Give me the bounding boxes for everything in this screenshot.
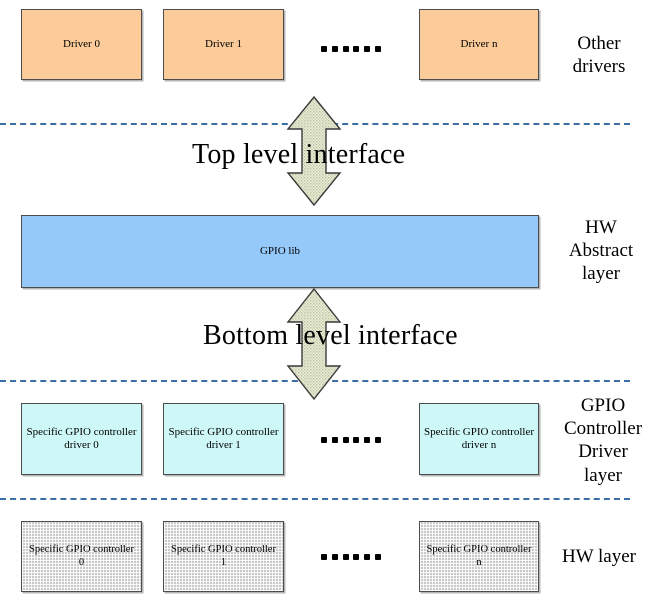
ellipsis-dot — [353, 436, 360, 443]
box-driver-n[interactable]: Driver n — [419, 9, 539, 80]
ellipsis-dot — [353, 45, 360, 52]
box-specific-gpio-controller-driver-1-label: Specific GPIO controller driver 1 — [168, 425, 279, 451]
box-specific-gpio-controller-n-label: Specific GPIO controller n — [426, 543, 532, 568]
ellipsis-dot — [331, 436, 338, 443]
ellipsis-dot — [342, 553, 349, 560]
box-specific-gpio-controller-driver-1[interactable]: Specific GPIO controller driver 1 — [163, 403, 284, 475]
box-specific-gpio-controller-driver-0-label: Specific GPIO controller driver 0 — [26, 425, 137, 451]
ellipsis-controller-drivers — [321, 436, 381, 443]
box-specific-gpio-controller-driver-0[interactable]: Specific GPIO controller driver 0 — [21, 403, 142, 475]
box-specific-gpio-controller-1-label: Specific GPIO controller 1 — [171, 543, 276, 568]
ellipsis-dot — [353, 553, 360, 560]
bottom-level-interface-label: Bottom level interface — [203, 320, 458, 351]
ellipsis-dot — [374, 436, 381, 443]
box-specific-gpio-controller-0[interactable]: Specific GPIO controller 0 — [21, 521, 142, 592]
ellipsis-other-drivers — [321, 45, 381, 52]
top-level-interface-arrow — [286, 96, 342, 206]
ellipsis-dot — [321, 553, 327, 560]
ellipsis-dot — [331, 553, 338, 560]
box-gpio-lib-label: GPIO lib — [259, 244, 301, 257]
ellipsis-hw-controllers — [321, 553, 381, 560]
box-specific-gpio-controller-driver-n[interactable]: Specific GPIO controller driver n — [419, 403, 539, 475]
box-gpio-lib[interactable]: GPIO lib — [21, 215, 539, 288]
ellipsis-dot — [321, 45, 327, 52]
layer-label-gpio-controller-driver: GPIO Controller Driver layer — [563, 395, 643, 486]
layer-label-other-drivers: Other drivers — [572, 33, 626, 78]
ellipsis-dot — [331, 45, 338, 52]
bottom-level-interface-arrow — [286, 288, 342, 400]
box-specific-gpio-controller-0-label: Specific GPIO controller 0 — [29, 543, 134, 568]
ellipsis-dot — [364, 553, 371, 560]
box-specific-gpio-controller-1[interactable]: Specific GPIO controller 1 — [163, 521, 284, 592]
ellipsis-dot — [342, 436, 349, 443]
box-driver-1-label: Driver 1 — [205, 37, 242, 50]
ellipsis-dot — [364, 45, 371, 52]
ellipsis-dot — [374, 45, 381, 52]
top-level-interface-label: Top level interface — [192, 139, 406, 170]
box-driver-0-label: Driver 0 — [63, 37, 100, 50]
layer-label-hw: HW layer — [561, 546, 637, 567]
box-driver-1[interactable]: Driver 1 — [163, 9, 284, 80]
box-driver-0[interactable]: Driver 0 — [21, 9, 142, 80]
box-driver-n-label: Driver n — [460, 37, 498, 50]
ellipsis-dot — [364, 436, 371, 443]
box-specific-gpio-controller-n[interactable]: Specific GPIO controller n — [419, 521, 539, 592]
layer-label-hw-abstract: HW Abstract layer — [568, 217, 634, 285]
separator-line-controller-driver — [0, 498, 630, 500]
ellipsis-dot — [374, 553, 381, 560]
box-specific-gpio-controller-driver-n-label: Specific GPIO controller driver n — [424, 425, 534, 451]
ellipsis-dot — [321, 436, 327, 443]
ellipsis-dot — [342, 45, 349, 52]
